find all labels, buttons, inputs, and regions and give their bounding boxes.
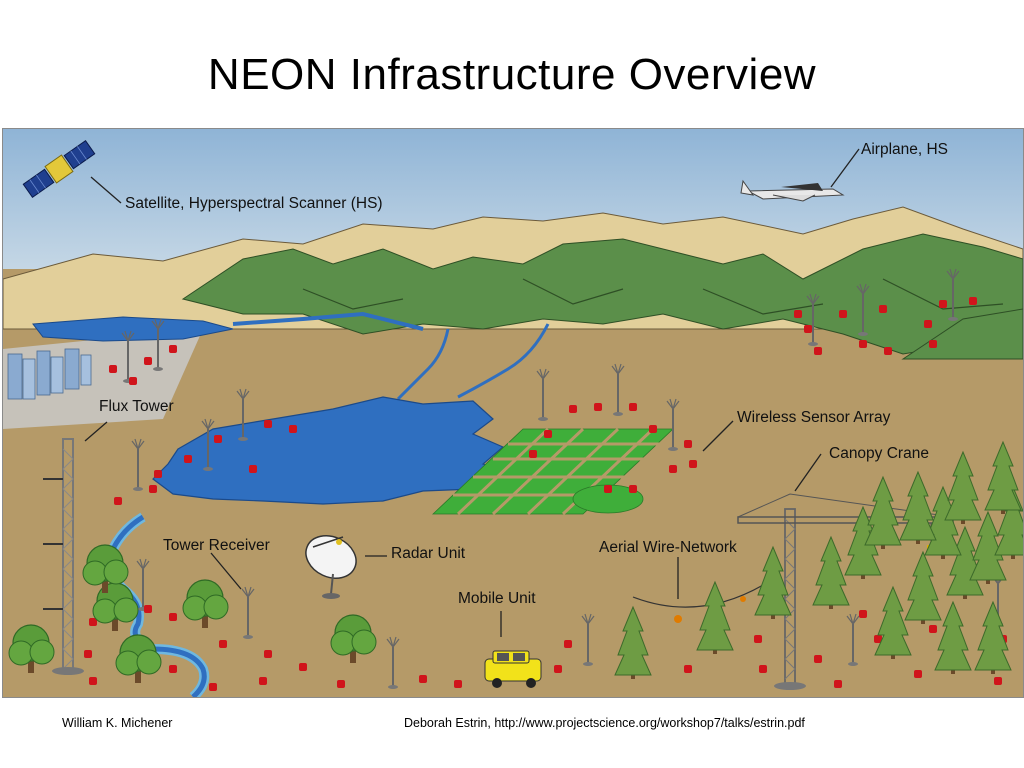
label-wireless-sensor-array: Wireless Sensor Array	[737, 409, 891, 426]
aerial-wire	[632, 578, 774, 608]
satellite	[22, 139, 96, 199]
footer-credit-right: Deborah Estrin, http://www.projectscienc…	[404, 716, 805, 730]
pointer-arrows	[84, 148, 860, 637]
label-tower-receiver: Tower Receiver	[163, 537, 270, 554]
mobile-unit	[484, 650, 542, 688]
label-aerial-wire-network: Aerial Wire-Network	[599, 539, 737, 556]
green-mountains	[181, 233, 1023, 360]
label-flux-tower: Flux Tower	[99, 398, 174, 415]
label-radar-unit: Radar Unit	[391, 545, 466, 562]
label-airplane: Airplane, HS	[861, 141, 949, 158]
landscape-svg	[3, 129, 1023, 697]
sensor-grid	[431, 427, 675, 516]
airplane	[740, 179, 845, 202]
label-mobile-unit: Mobile Unit	[458, 590, 536, 607]
label-satellite: Satellite, Hyperspectral Scanner (HS)	[125, 195, 383, 212]
footer-credit-left: William K. Michener	[62, 716, 173, 730]
label-canopy-crane: Canopy Crane	[829, 445, 929, 462]
slide-title: NEON Infrastructure Overview	[207, 50, 817, 99]
infrastructure-illustration: Satellite, Hyperspectral Scanner (HS) Ai…	[2, 128, 1024, 698]
city-buildings	[3, 329, 203, 429]
radar-dish	[305, 535, 357, 599]
upper-lake	[32, 316, 234, 342]
flux-tower	[43, 438, 84, 675]
